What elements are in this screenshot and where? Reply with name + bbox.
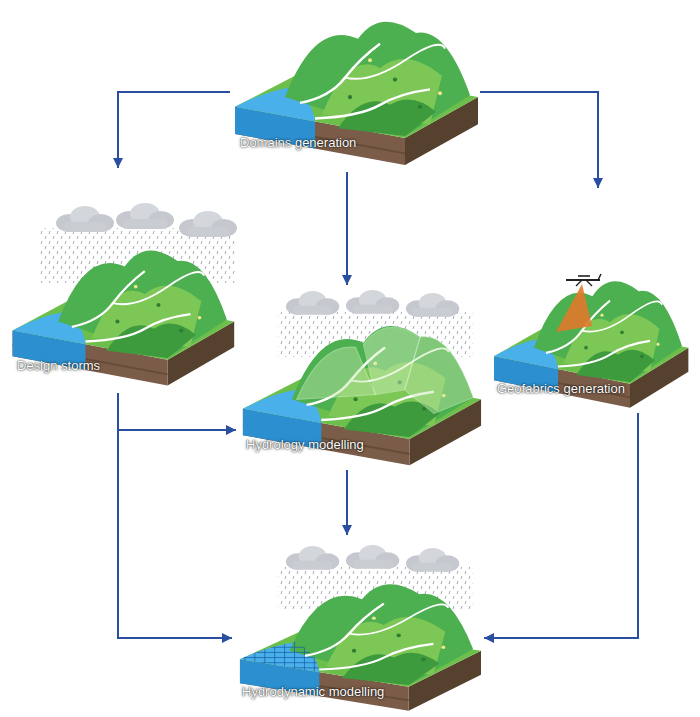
mesh-grid [235, 638, 324, 677]
terrain-node: Hydrology modelling [236, 285, 483, 470]
step-label: Geofabrics generation [497, 381, 625, 397]
cloud [346, 545, 399, 569]
terrain-node: Domains generation [230, 0, 480, 172]
cloud [346, 290, 399, 314]
cloud [286, 546, 339, 570]
cloud [116, 203, 174, 229]
terrain-block [494, 281, 688, 408]
cloud [179, 211, 237, 237]
terrain-node: Geofabrics generation [490, 188, 690, 413]
terrain-node: Hydrodynamic modelling [232, 535, 484, 715]
aircraft [566, 274, 601, 286]
flow-arrow [346, 172, 348, 285]
terrain-block [13, 250, 235, 385]
cloud [56, 206, 114, 232]
step-label: Domains generation [240, 135, 356, 151]
flow-arrow [118, 92, 230, 168]
flow-arrow [346, 470, 348, 535]
flow-arrow [118, 393, 232, 638]
terrain-node: Design storms [5, 168, 235, 393]
step-label: Hydrodynamic modelling [242, 684, 384, 700]
flow-arrow [118, 393, 236, 430]
flow-arrow [484, 413, 638, 638]
cloud [286, 291, 339, 315]
step-label: Hydrology modelling [246, 437, 364, 453]
terrain-block [243, 326, 481, 465]
step-label: Design storms [17, 358, 100, 374]
cloud [406, 293, 459, 317]
cloud [406, 548, 459, 572]
lidar-beam [556, 284, 592, 332]
terrain-block [235, 22, 478, 165]
subcatchments [297, 327, 473, 413]
flow-arrow [480, 92, 598, 188]
